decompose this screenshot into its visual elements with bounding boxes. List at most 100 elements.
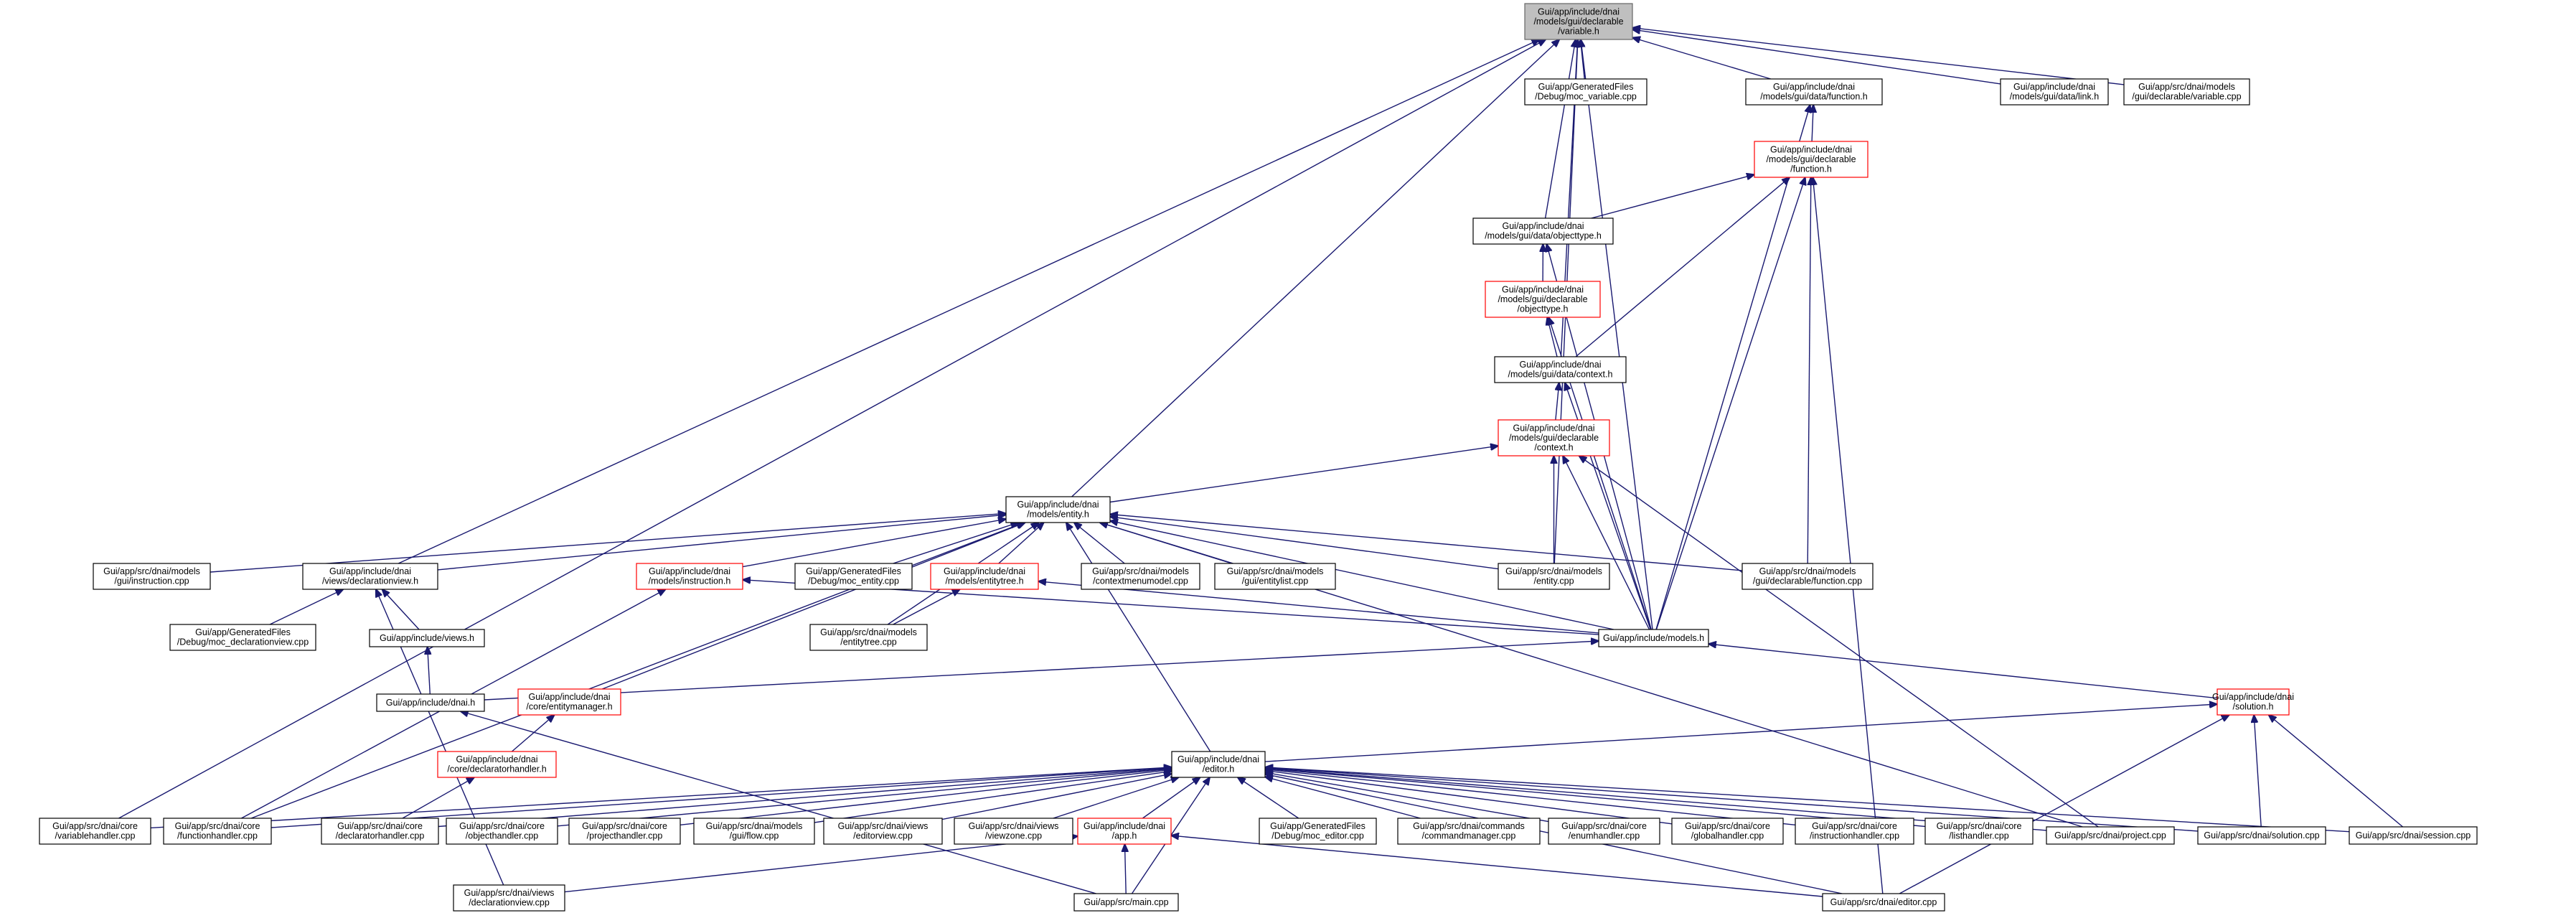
node-views-h[interactable]: Gui/app/include/views.h bbox=[369, 629, 485, 647]
node-dnai-h[interactable]: Gui/app/include/dnai.h bbox=[376, 693, 485, 712]
node-box[interactable] bbox=[517, 688, 621, 716]
node-box[interactable] bbox=[794, 563, 913, 590]
node-listhandler[interactable]: Gui/app/src/dnai/core/listhandler.cpp bbox=[1924, 818, 2034, 845]
node-box[interactable] bbox=[321, 818, 439, 845]
node-editor-h[interactable]: Gui/app/include/dnai/editor.h bbox=[1171, 751, 1266, 778]
node-box[interactable] bbox=[2349, 826, 2478, 845]
node-box[interactable] bbox=[446, 818, 558, 845]
node-box[interactable] bbox=[1171, 751, 1266, 778]
node-box[interactable] bbox=[1005, 496, 1111, 523]
node-box[interactable] bbox=[1671, 818, 1784, 845]
node-moc-variable[interactable]: Gui/app/GeneratedFiles/Debug/moc_variabl… bbox=[1524, 78, 1647, 106]
node-box[interactable] bbox=[1745, 78, 1883, 106]
node-box[interactable] bbox=[1081, 563, 1200, 590]
node-box[interactable] bbox=[302, 563, 438, 590]
node-box[interactable] bbox=[1598, 629, 1709, 647]
node-box[interactable] bbox=[437, 751, 557, 778]
node-decl-context-h[interactable]: Gui/app/include/dnai/models/gui/declarab… bbox=[1498, 419, 1610, 456]
node-instruction-cpp[interactable]: Gui/app/src/dnai/models/gui/instruction.… bbox=[93, 563, 211, 590]
node-box[interactable] bbox=[453, 884, 565, 912]
node-declaratorhandler-cpp[interactable]: Gui/app/src/dnai/core/declaratorhandler.… bbox=[321, 818, 439, 845]
node-decl-function-h[interactable]: Gui/app/include/dnai/models/gui/declarab… bbox=[1754, 141, 1868, 178]
node-moc-editor[interactable]: Gui/app/GeneratedFiles/Debug/moc_editor.… bbox=[1259, 818, 1377, 845]
node-entitylist[interactable]: Gui/app/src/dnai/models/gui/entitylist.c… bbox=[1214, 563, 1336, 590]
node-globalhandler[interactable]: Gui/app/src/dnai/core/globalhandler.cpp bbox=[1671, 818, 1784, 845]
node-enumhandler[interactable]: Gui/app/src/dnai/core/enumhandler.cpp bbox=[1548, 818, 1660, 845]
node-box[interactable] bbox=[39, 818, 151, 845]
node-box[interactable] bbox=[93, 563, 211, 590]
node-instructionhandler[interactable]: Gui/app/src/dnai/core/instructionhandler… bbox=[1795, 818, 1914, 845]
node-solution-h[interactable]: Gui/app/include/dnai/solution.h bbox=[2212, 688, 2294, 716]
node-models-h[interactable]: Gui/app/include/models.h bbox=[1598, 629, 1709, 647]
node-box[interactable] bbox=[1214, 563, 1336, 590]
node-variable-h[interactable]: Gui/app/include/dnai/models/gui/declarab… bbox=[1524, 3, 1633, 40]
node-box[interactable] bbox=[636, 563, 743, 590]
node-models-instruction-h[interactable]: Gui/app/include/dnai/models/instruction.… bbox=[636, 563, 743, 590]
node-declarationview-cpp[interactable]: Gui/app/src/dnai/views/declarationview.c… bbox=[453, 884, 565, 912]
node-box[interactable] bbox=[1472, 217, 1614, 245]
node-functionhandler[interactable]: Gui/app/src/dnai/core/functionhandler.cp… bbox=[163, 818, 272, 845]
node-moc-declarationview[interactable]: Gui/app/GeneratedFiles/Debug/moc_declara… bbox=[169, 624, 316, 651]
node-box[interactable] bbox=[169, 624, 316, 651]
node-box[interactable] bbox=[1077, 818, 1172, 845]
node-viewzone[interactable]: Gui/app/src/dnai/views/viewzone.cpp bbox=[954, 818, 1073, 845]
node-session-cpp[interactable]: Gui/app/src/dnai/session.cpp bbox=[2349, 826, 2478, 845]
node-app-h[interactable]: Gui/app/include/dnai/app.h bbox=[1077, 818, 1172, 845]
node-box[interactable] bbox=[1548, 818, 1660, 845]
node-box[interactable] bbox=[1924, 818, 2034, 845]
node-declarationview-h[interactable]: Gui/app/include/dnai/views/declarationvi… bbox=[302, 563, 438, 590]
node-box[interactable] bbox=[930, 563, 1039, 590]
node-entity-h[interactable]: Gui/app/include/dnai/models/entity.h bbox=[1005, 496, 1111, 523]
node-decl-objecttype-h[interactable]: Gui/app/include/dnai/models/gui/declarab… bbox=[1485, 281, 1601, 318]
node-decl-variable-cpp[interactable]: Gui/app/src/dnai/models/gui/declarable/v… bbox=[2123, 78, 2250, 106]
node-flow[interactable]: Gui/app/src/dnai/models/gui/flow.cpp bbox=[693, 818, 815, 845]
node-declaratorhandler-h[interactable]: Gui/app/include/dnai/core/declaratorhand… bbox=[437, 751, 557, 778]
node-decl-function-cpp[interactable]: Gui/app/src/dnai/models/gui/declarable/f… bbox=[1741, 563, 1874, 590]
node-box[interactable] bbox=[1494, 356, 1627, 383]
node-box[interactable] bbox=[568, 818, 681, 845]
node-box[interactable] bbox=[1822, 893, 1945, 912]
node-project-cpp[interactable]: Gui/app/src/dnai/project.cpp bbox=[2046, 826, 2175, 845]
node-data-function-h[interactable]: Gui/app/include/dnai/models/gui/data/fun… bbox=[1745, 78, 1883, 106]
node-box[interactable] bbox=[2123, 78, 2250, 106]
node-objecthandler[interactable]: Gui/app/src/dnai/core/objecthandler.cpp bbox=[446, 818, 558, 845]
node-box[interactable] bbox=[2217, 688, 2290, 716]
node-entitymanager-h[interactable]: Gui/app/include/dnai/core/entitymanager.… bbox=[517, 688, 621, 716]
node-box[interactable] bbox=[1073, 893, 1179, 912]
node-solution-cpp[interactable]: Gui/app/src/dnai/solution.cpp bbox=[2197, 826, 2326, 845]
node-box[interactable] bbox=[369, 629, 485, 647]
node-moc-entity[interactable]: Gui/app/GeneratedFiles/Debug/moc_entity.… bbox=[794, 563, 913, 590]
node-contextmenumodel[interactable]: Gui/app/src/dnai/models/contextmenumodel… bbox=[1081, 563, 1200, 590]
node-box[interactable] bbox=[1498, 419, 1610, 456]
node-box[interactable] bbox=[1397, 818, 1541, 845]
node-box[interactable] bbox=[1498, 563, 1610, 590]
node-box[interactable] bbox=[693, 818, 815, 845]
node-editorview[interactable]: Gui/app/src/dnai/views/editorview.cpp bbox=[823, 818, 943, 845]
node-box[interactable] bbox=[1259, 818, 1377, 845]
node-entitytree-cpp[interactable]: Gui/app/src/dnai/models/entitytree.cpp bbox=[809, 624, 928, 651]
node-data-context-h[interactable]: Gui/app/include/dnai/models/gui/data/con… bbox=[1494, 356, 1627, 383]
node-box[interactable] bbox=[1795, 818, 1914, 845]
node-variablehandler[interactable]: Gui/app/src/dnai/core/variablehandler.cp… bbox=[39, 818, 151, 845]
node-box[interactable] bbox=[1524, 78, 1647, 106]
node-box[interactable] bbox=[1524, 3, 1633, 40]
node-entity-cpp[interactable]: Gui/app/src/dnai/models/entity.cpp bbox=[1498, 563, 1610, 590]
node-box[interactable] bbox=[2197, 826, 2326, 845]
node-data-objecttype-h[interactable]: Gui/app/include/dnai/models/gui/data/obj… bbox=[1472, 217, 1614, 245]
node-data-link-h[interactable]: Gui/app/include/dnai/models/gui/data/lin… bbox=[2000, 78, 2109, 106]
node-main-cpp[interactable]: Gui/app/src/main.cpp bbox=[1073, 893, 1179, 912]
node-box[interactable] bbox=[1754, 141, 1868, 178]
node-commandmanager[interactable]: Gui/app/src/dnai/commands/commandmanager… bbox=[1397, 818, 1541, 845]
node-box[interactable] bbox=[1741, 563, 1874, 590]
node-projecthandler[interactable]: Gui/app/src/dnai/core/projecthandler.cpp bbox=[568, 818, 681, 845]
node-box[interactable] bbox=[163, 818, 272, 845]
node-editor-cpp[interactable]: Gui/app/src/dnai/editor.cpp bbox=[1822, 893, 1945, 912]
node-box[interactable] bbox=[1485, 281, 1601, 318]
node-box[interactable] bbox=[2046, 826, 2175, 845]
node-entitytree-h[interactable]: Gui/app/include/dnai/models/entitytree.h bbox=[930, 563, 1039, 590]
node-box[interactable] bbox=[376, 693, 485, 712]
node-box[interactable] bbox=[2000, 78, 2109, 106]
node-box[interactable] bbox=[954, 818, 1073, 845]
node-box[interactable] bbox=[809, 624, 928, 651]
node-box[interactable] bbox=[823, 818, 943, 845]
